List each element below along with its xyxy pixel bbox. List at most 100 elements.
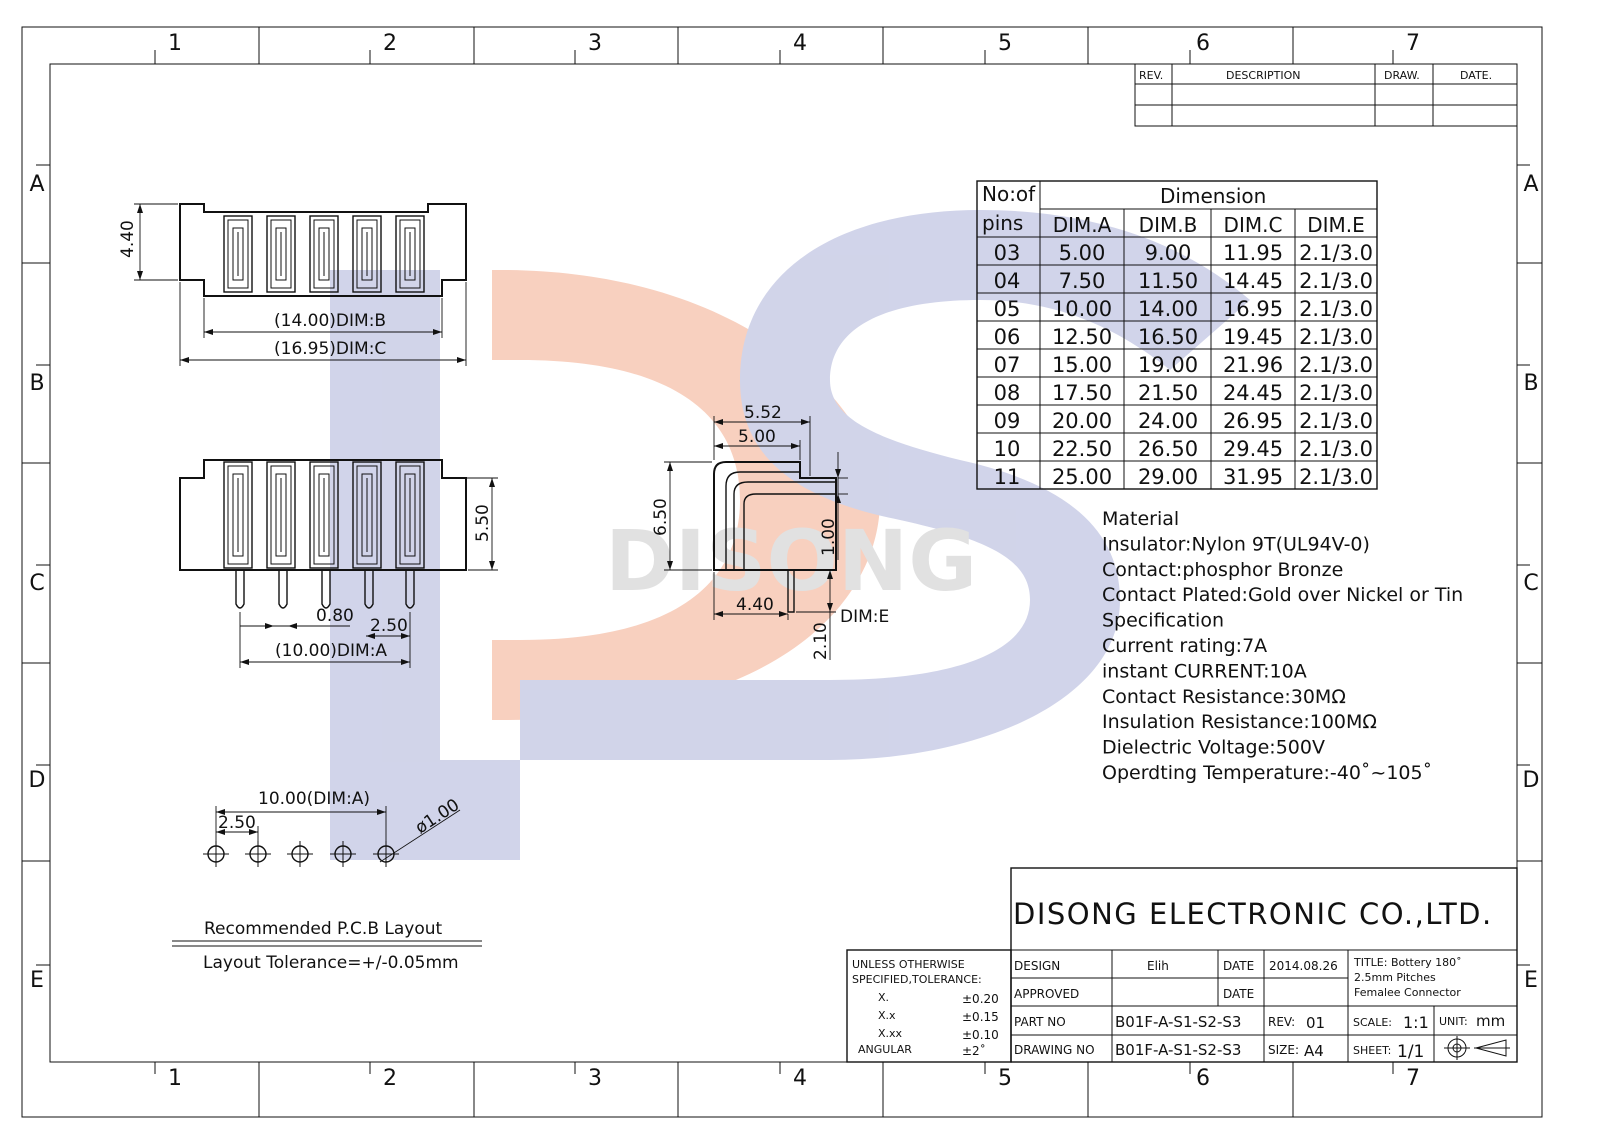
projection-symbol-icon [1444, 1036, 1510, 1060]
rev-value: 01 [1306, 1014, 1325, 1032]
dimension-cell: 9.00 [1145, 241, 1192, 265]
watermark: DISONG [330, 210, 1250, 860]
dimension-cell: 26.50 [1138, 437, 1198, 461]
dimension-cell: 19.00 [1138, 353, 1198, 377]
row-marker-left: D [29, 768, 46, 793]
dimension-cell: 24.45 [1223, 381, 1283, 405]
row-marker-left: A [29, 172, 44, 197]
tolerance-label: ANGULAR [858, 1043, 912, 1056]
pin-width-dim: 0.80 [316, 606, 354, 626]
dimension-cell: 15.00 [1052, 353, 1112, 377]
scale-value: 1:1 [1403, 1013, 1429, 1032]
spec-line: Contact Resistance:30MΩ [1102, 686, 1346, 708]
dimension-table: No:of pins Dimension DIM.A DIM.B DIM.C D… [976, 180, 1378, 490]
dimension-cell: 2.1/3.0 [1299, 437, 1373, 461]
tolerance-line-2: SPECIFIED,TOLERANCE: [852, 973, 982, 986]
outer-border [21, 26, 1543, 1118]
row-marker-right: C [1523, 571, 1538, 596]
spec-line: Contact:phosphor Bronze [1102, 559, 1343, 581]
column-marker-top: 7 [1406, 31, 1420, 56]
tolerance-value: ±2˚ [962, 1043, 986, 1058]
side-dim-650: 6.50 [651, 498, 671, 536]
dimension-cell: 2.1/3.0 [1299, 409, 1373, 433]
spec-line: Specification [1102, 610, 1224, 632]
size-value: A4 [1304, 1042, 1324, 1060]
row-marker-left: B [29, 371, 44, 396]
pitch-dim: 2.50 [370, 616, 408, 636]
spec-line: Insulation Resistance:100MΩ [1102, 711, 1377, 733]
column-marker-top: 1 [168, 31, 182, 56]
unit-value: mm [1476, 1012, 1505, 1030]
dimension-cell: 14.00 [1138, 297, 1198, 321]
rev-label: REV: [1268, 1015, 1295, 1029]
tolerance-label: X. [878, 991, 889, 1004]
dimension-cell: 21.50 [1138, 381, 1198, 405]
column-marker-top: 5 [998, 31, 1012, 56]
dimension-cell: 09 [994, 409, 1021, 433]
pcb-layout: 10.00(DIM:A) 2.50 ø1.00 Recommended P.C.… [172, 789, 482, 973]
front-view: 5.50 0.80 2.50 (10.00)DIM:A [179, 459, 498, 668]
top-view: 4.40 (14.00)DIM:B (16.95)DIM:C [118, 203, 467, 366]
tolerance-value: ±0.20 [962, 992, 999, 1006]
description-header: DESCRIPTION [1226, 69, 1300, 82]
date-value: 2014.08.26 [1269, 959, 1338, 973]
dimension-cell: 29.00 [1138, 465, 1198, 489]
unit-label: UNIT: [1439, 1015, 1468, 1028]
inner-border [49, 63, 1518, 1063]
rev-header: REV. [1139, 69, 1163, 82]
column-marker-top: 2 [383, 31, 397, 56]
pcb-pitch: 2.50 [218, 813, 256, 833]
part-no-label: PART NO [1014, 1015, 1066, 1029]
column-marker-bottom: 6 [1196, 1066, 1210, 1091]
side-dim-552: 5.52 [744, 403, 782, 423]
dimension-cell: 11.95 [1223, 241, 1283, 265]
dim-b-label: (14.00)DIM:B [274, 311, 386, 331]
row-marker-right: A [1523, 172, 1538, 197]
side-dim-500: 5.00 [738, 427, 776, 447]
dimension-cell: 5.00 [1059, 241, 1106, 265]
dimension-cell: 07 [994, 353, 1021, 377]
dimension-cell: 2.1/3.0 [1299, 297, 1373, 321]
column-marker-bottom: 2 [383, 1066, 397, 1091]
design-value: Elih [1147, 959, 1169, 973]
pcb-tolerance: Layout Tolerance=+/-0.05mm [203, 953, 459, 973]
dimension-cell: 05 [994, 297, 1021, 321]
row-marker-right: D [1523, 768, 1540, 793]
side-dim-210: 2.10 [811, 622, 831, 660]
dim-a-label: (10.00)DIM:A [275, 641, 387, 661]
side-dim-440: 4.40 [736, 595, 774, 615]
tolerance-label: X.x [878, 1009, 896, 1022]
dim-c-label: (16.95)DIM:C [274, 339, 386, 359]
dimension-cell: 17.50 [1052, 381, 1112, 405]
dimension-cell: 10.00 [1052, 297, 1112, 321]
part-no-value: B01F-A-S1-S2-S3 [1115, 1013, 1241, 1031]
dimension-cell: 2.1/3.0 [1299, 325, 1373, 349]
scale-label: SCALE: [1353, 1016, 1392, 1029]
title-line-3: Femalee Connector [1354, 986, 1461, 999]
column-marker-top: 3 [588, 31, 602, 56]
size-label: SIZE: [1268, 1043, 1299, 1057]
dimension-cell: 16.95 [1223, 297, 1283, 321]
spec-line: Contact Plated:Gold over Nickel or Tin [1102, 584, 1463, 606]
side-view: 5.52 5.00 6.50 1.00 4.40 2.10 D [651, 403, 889, 660]
title-line-2: 2.5mm Pitches [1354, 971, 1436, 984]
sheet-label: SHEET: [1353, 1044, 1391, 1057]
dimension-cell: 14.45 [1223, 269, 1283, 293]
dimension-cell: 2.1/3.0 [1299, 241, 1373, 265]
tolerance-line-1: UNLESS OTHERWISE [852, 958, 965, 971]
column-marker-bottom: 3 [588, 1066, 602, 1091]
dimension-cell: 7.50 [1059, 269, 1106, 293]
dimension-cell: 11 [994, 465, 1021, 489]
approved-label: APPROVED [1014, 987, 1079, 1001]
side-dim-e: DIM:E [840, 607, 889, 627]
dimension-cell: 22.50 [1052, 437, 1112, 461]
dim-e-header: DIM.E [1307, 213, 1365, 237]
pcb-title: Recommended P.C.B Layout [204, 919, 443, 939]
dim-c-header: DIM.C [1224, 213, 1283, 237]
dimension-cell: 19.45 [1223, 325, 1283, 349]
column-marker-top: 4 [793, 31, 807, 56]
dimension-cell: 26.95 [1223, 409, 1283, 433]
